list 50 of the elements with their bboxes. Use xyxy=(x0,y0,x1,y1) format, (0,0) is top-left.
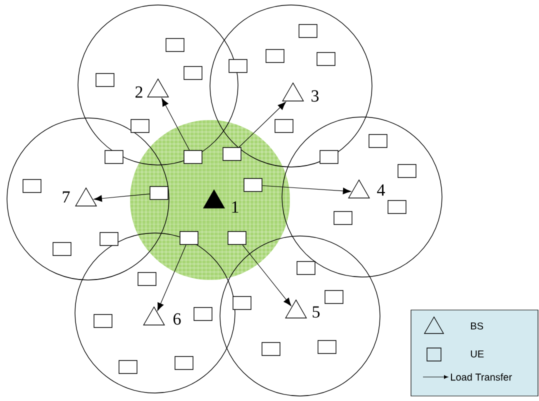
arrow xyxy=(94,194,150,202)
legend-label: Load Transfer xyxy=(451,373,512,381)
ue-square xyxy=(166,38,184,52)
ue-square xyxy=(296,261,316,275)
ue-square xyxy=(194,307,212,321)
ue-square xyxy=(96,73,114,87)
arrow xyxy=(162,98,190,150)
ue-square xyxy=(318,340,336,354)
arrow xyxy=(157,244,186,311)
ue-square xyxy=(334,211,352,225)
ue-square xyxy=(184,66,202,80)
station-number: 2 xyxy=(136,86,142,98)
arrow xyxy=(262,185,352,194)
station-number: 5 xyxy=(312,306,320,318)
ue-square xyxy=(244,178,262,192)
ue-square xyxy=(298,24,318,38)
ue-square xyxy=(150,186,168,200)
ue-square xyxy=(130,119,150,133)
ue-square xyxy=(184,150,202,164)
arrow xyxy=(238,102,286,148)
ue-square xyxy=(100,232,118,246)
ue-square xyxy=(104,150,124,164)
ue-square xyxy=(368,134,388,148)
ue-square xyxy=(180,231,198,245)
legend-label: UE xyxy=(470,350,484,358)
ue-square xyxy=(324,290,344,304)
ue-square xyxy=(316,52,336,66)
station-number: 7 xyxy=(62,191,70,203)
ue-square xyxy=(398,164,416,178)
ue-square xyxy=(228,231,246,245)
ue-square xyxy=(274,119,294,133)
station-number: 1 xyxy=(232,201,238,213)
station-number: 3 xyxy=(312,90,319,102)
ue-square xyxy=(118,360,138,374)
legend-label: BS xyxy=(471,322,484,330)
station-number: 6 xyxy=(174,313,181,325)
ue-square xyxy=(94,314,112,328)
arrow xyxy=(242,244,292,306)
ue-square xyxy=(52,242,72,256)
ue-square xyxy=(174,356,194,370)
ue-square xyxy=(138,272,156,286)
ue-square xyxy=(222,147,242,161)
ue-square xyxy=(266,49,284,63)
ue-square xyxy=(262,342,280,356)
station-number: 4 xyxy=(377,184,385,196)
ue-square xyxy=(22,179,42,193)
ue-square xyxy=(232,296,252,310)
ue-square xyxy=(228,59,248,73)
ue-square xyxy=(320,150,338,164)
ue-square xyxy=(388,200,406,214)
